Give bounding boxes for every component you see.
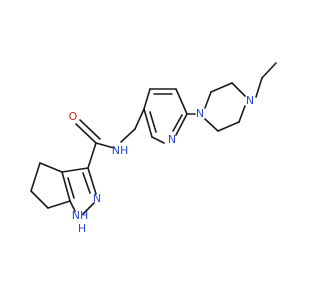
atom-labels: O NH N N N N NH H xyxy=(69,94,254,235)
bond-pipn1-c2 xyxy=(204,91,212,109)
bond-py3-py4 xyxy=(143,88,151,110)
bond-py5-py6 xyxy=(175,88,188,115)
bond-c5-c6 xyxy=(30,190,49,209)
molecule-diagram: O NH N N N N NH H xyxy=(30,62,277,235)
bond-c-o-double-b xyxy=(79,119,101,140)
bond-pipn4-ch2 xyxy=(255,77,263,98)
bond-c3-pipn4 xyxy=(231,82,246,97)
bond-n1-py2 xyxy=(151,136,165,144)
structure-svg: O NH N N N N NH H xyxy=(30,62,277,235)
bond-c5-c6 xyxy=(217,121,240,132)
bonds xyxy=(30,62,277,215)
atom-amide-nh: NH xyxy=(112,144,129,157)
bond-c3-n2-double xyxy=(82,172,91,194)
bond-nh-ch2 xyxy=(120,128,136,143)
bond-pipn4-c5 xyxy=(238,105,246,123)
bond-ch2-ch3 xyxy=(261,62,277,79)
bond-camide-nh xyxy=(95,142,115,149)
bond-ch2-py3 xyxy=(134,108,145,130)
atom-carbonyl-oxygen: O xyxy=(69,110,78,123)
bond-n2-n1 xyxy=(82,202,95,215)
bond-c3a-c6a-inner xyxy=(67,177,75,199)
bond-c3a-c3 xyxy=(61,167,89,173)
bond-c6-c6a xyxy=(47,200,71,209)
atom-pyrazole-nh: NH xyxy=(72,209,89,222)
bond-py2-py3-inner xyxy=(149,111,157,133)
atom-pyrazole-n2: N xyxy=(93,192,101,205)
atom-piperazine-n4: N xyxy=(246,94,254,107)
bond-c6a-c3a xyxy=(61,171,71,202)
atom-pyrazole-nh-hydrogen: H xyxy=(78,222,86,235)
bond-c4-c5 xyxy=(30,162,41,192)
bond-n1-c6a xyxy=(69,200,76,212)
bond-c-o-double-a xyxy=(75,123,97,144)
bond-py2-py3 xyxy=(143,108,153,138)
bond-c3-n2 xyxy=(87,167,97,195)
atom-pyridine-nitrogen: N xyxy=(168,133,176,146)
atom-piperazine-n1: N xyxy=(196,107,204,120)
bond-py6-n1-inner xyxy=(172,114,183,132)
bond-c6-pipn1 xyxy=(204,118,219,132)
bond-py6-n1 xyxy=(175,113,188,136)
bond-c3a-c4 xyxy=(39,162,63,173)
bond-c3-camide xyxy=(87,142,97,169)
bond-c2-c3 xyxy=(210,82,233,93)
